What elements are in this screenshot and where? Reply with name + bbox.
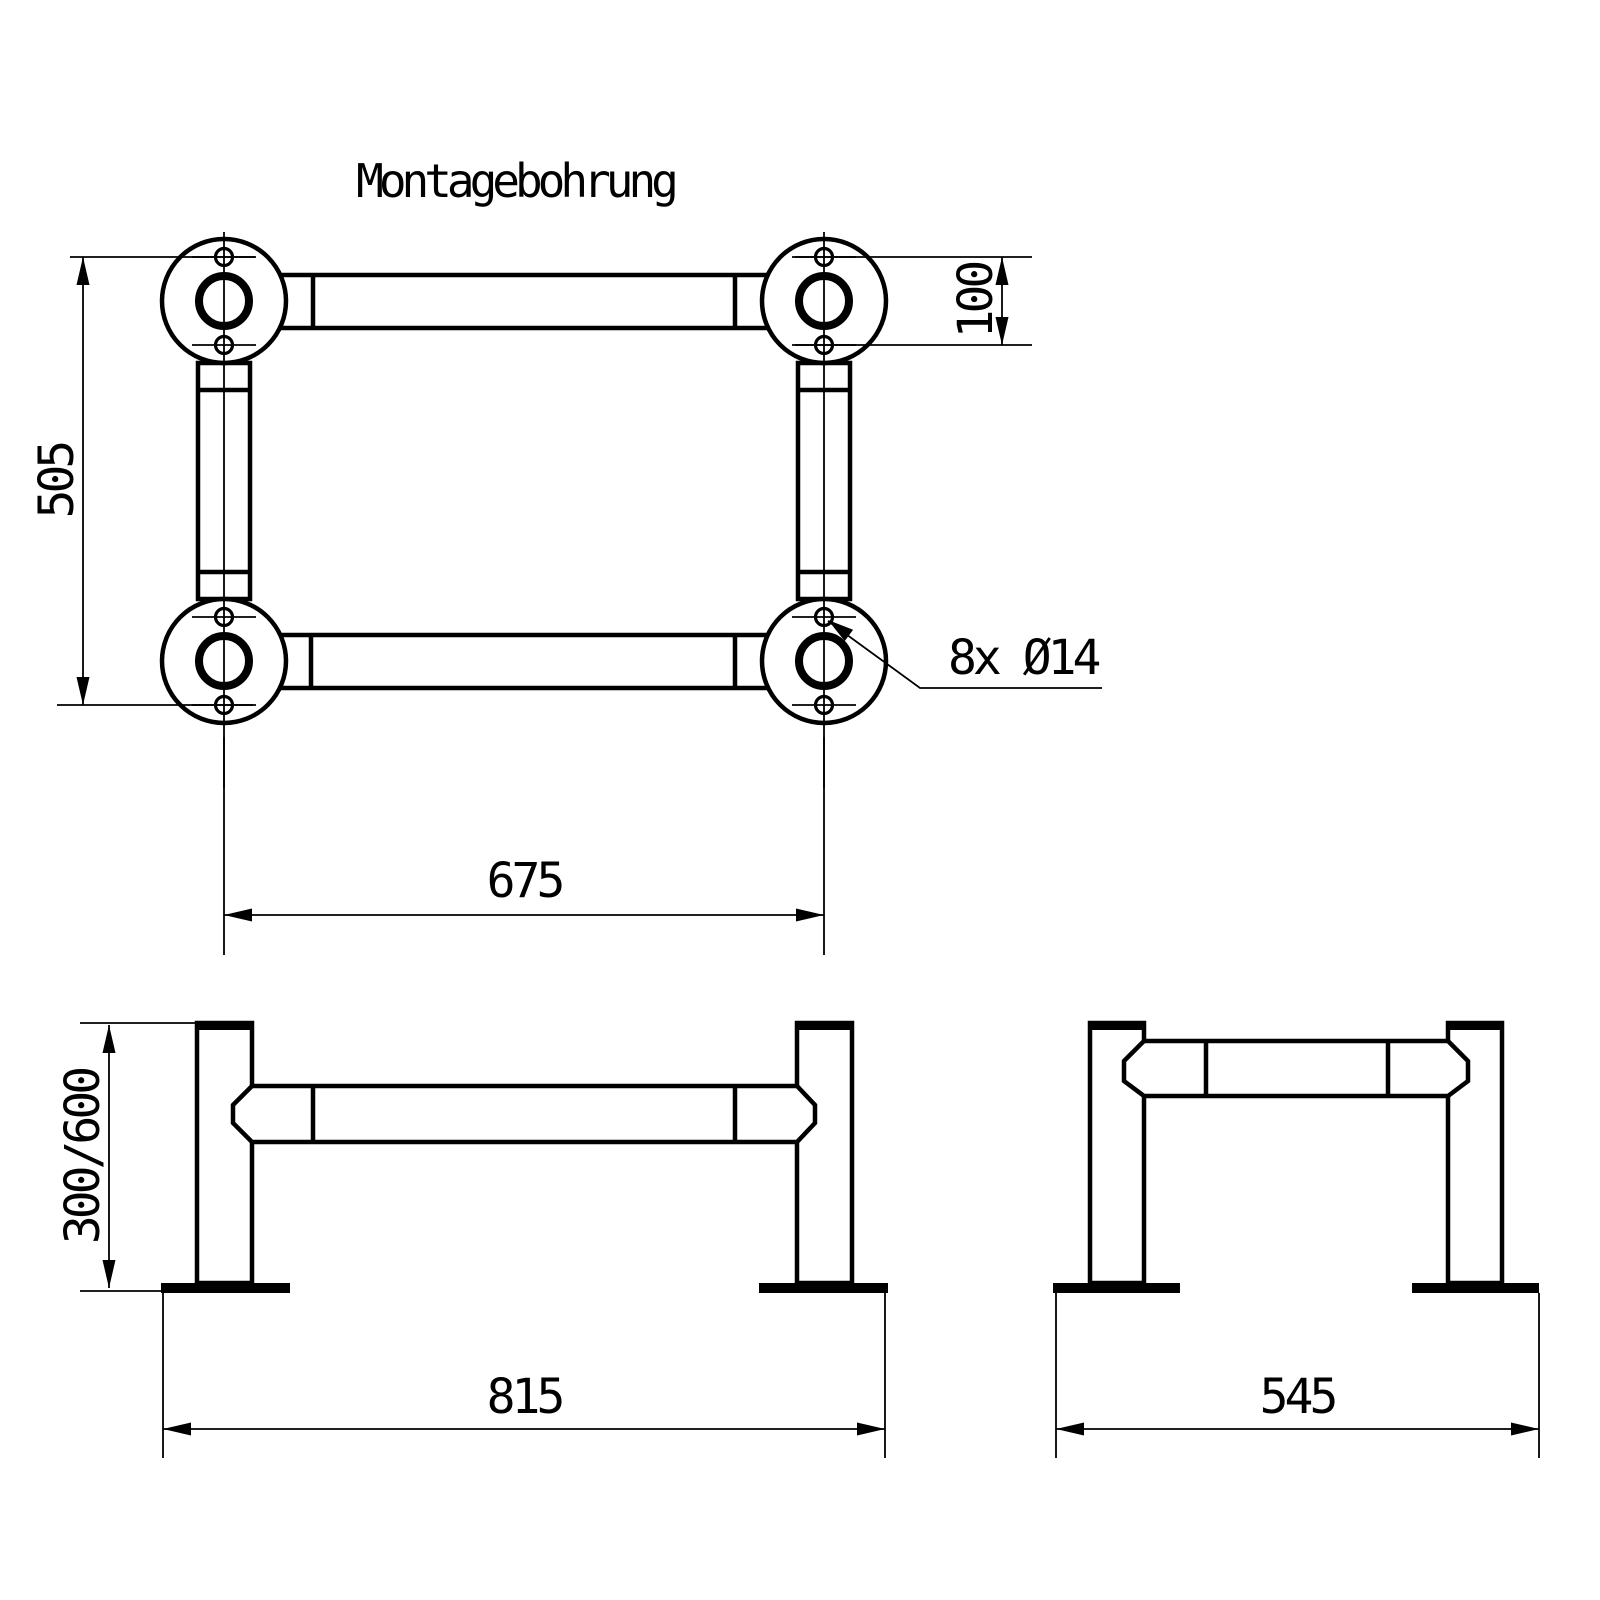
side-rail: [1121, 1038, 1471, 1099]
dim-505: 505: [29, 256, 255, 706]
side-view: 545: [1053, 1020, 1540, 1458]
arrowhead: [102, 1025, 116, 1053]
arrowhead: [857, 1422, 885, 1436]
plan-rails: [195, 272, 853, 691]
arrowhead: [102, 1260, 116, 1288]
arrowhead: [1511, 1422, 1539, 1436]
drawing-title: Montagebohrung: [356, 154, 675, 208]
dim-675-text: 675: [487, 853, 563, 909]
dim-675: 675: [223, 737, 825, 955]
front-rail: [230, 1083, 818, 1145]
dim-100: 100: [795, 256, 1032, 346]
arrowhead: [995, 257, 1009, 285]
leader-hole-callout: 8x Ø14: [827, 620, 1103, 689]
plan-bottom-rail: [277, 632, 771, 691]
front-view: 300/600 815: [55, 1020, 888, 1458]
leader-line: [827, 620, 1102, 689]
plan-view: 505 100 675 8x Ø14: [29, 232, 1103, 955]
dim-100-text: 100: [948, 263, 1004, 339]
hole-callout-text: 8x Ø14: [948, 630, 1099, 686]
dim-545: 545: [1055, 1293, 1540, 1458]
arrowhead: [995, 317, 1009, 345]
front-right-post: [794, 1020, 855, 1286]
dim-815-text: 815: [487, 1369, 563, 1425]
leader-arrowhead: [828, 620, 854, 642]
dim-545-text: 545: [1260, 1369, 1336, 1425]
front-left-post: [194, 1020, 255, 1286]
arrowhead: [163, 1422, 191, 1436]
plan-top-rail: [277, 272, 771, 331]
arrowhead: [796, 908, 824, 922]
plan-flanges: [159, 232, 889, 788]
arrowhead: [1056, 1422, 1084, 1436]
dim-300-600-text: 300/600: [55, 1069, 111, 1244]
dim-505-text: 505: [29, 443, 85, 519]
dim-815: 815: [162, 1293, 886, 1458]
arrowhead: [76, 257, 90, 285]
arrowhead: [224, 908, 252, 922]
dim-300-600: 300/600: [55, 1022, 197, 1292]
arrowhead: [76, 677, 90, 705]
